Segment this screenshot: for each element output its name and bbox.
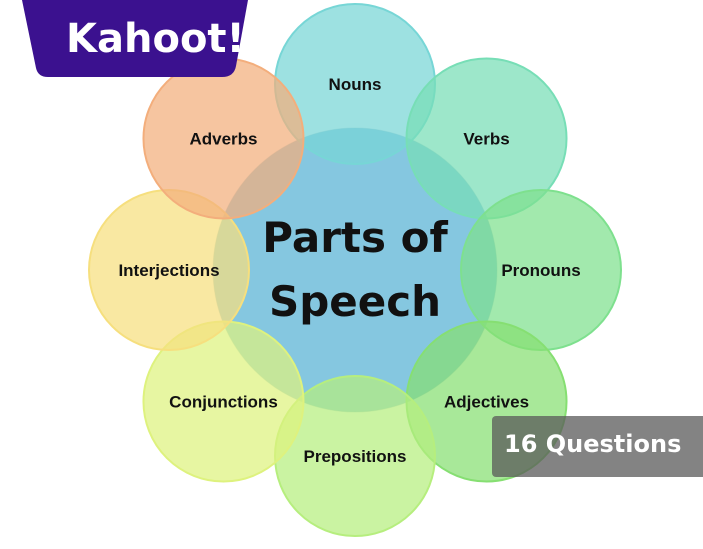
svg-text:Kahoot!: Kahoot! — [66, 16, 245, 62]
question-count-badge: 16 Questions — [492, 416, 703, 477]
center-title-line1: Parts of — [262, 213, 448, 262]
node-label: Adverbs — [189, 129, 257, 148]
node-label: Adjectives — [444, 393, 529, 412]
node-label: Nouns — [329, 75, 382, 94]
node-label: Conjunctions — [169, 393, 278, 412]
node-label: Interjections — [118, 261, 219, 280]
kahoot-logo: Kahoot! — [22, 0, 248, 77]
center-title-line2: Speech — [269, 277, 441, 326]
question-count: 16 Questions — [504, 430, 682, 458]
node-label: Verbs — [463, 129, 509, 148]
node-label: Prepositions — [304, 447, 407, 466]
node-label: Pronouns — [501, 261, 580, 280]
